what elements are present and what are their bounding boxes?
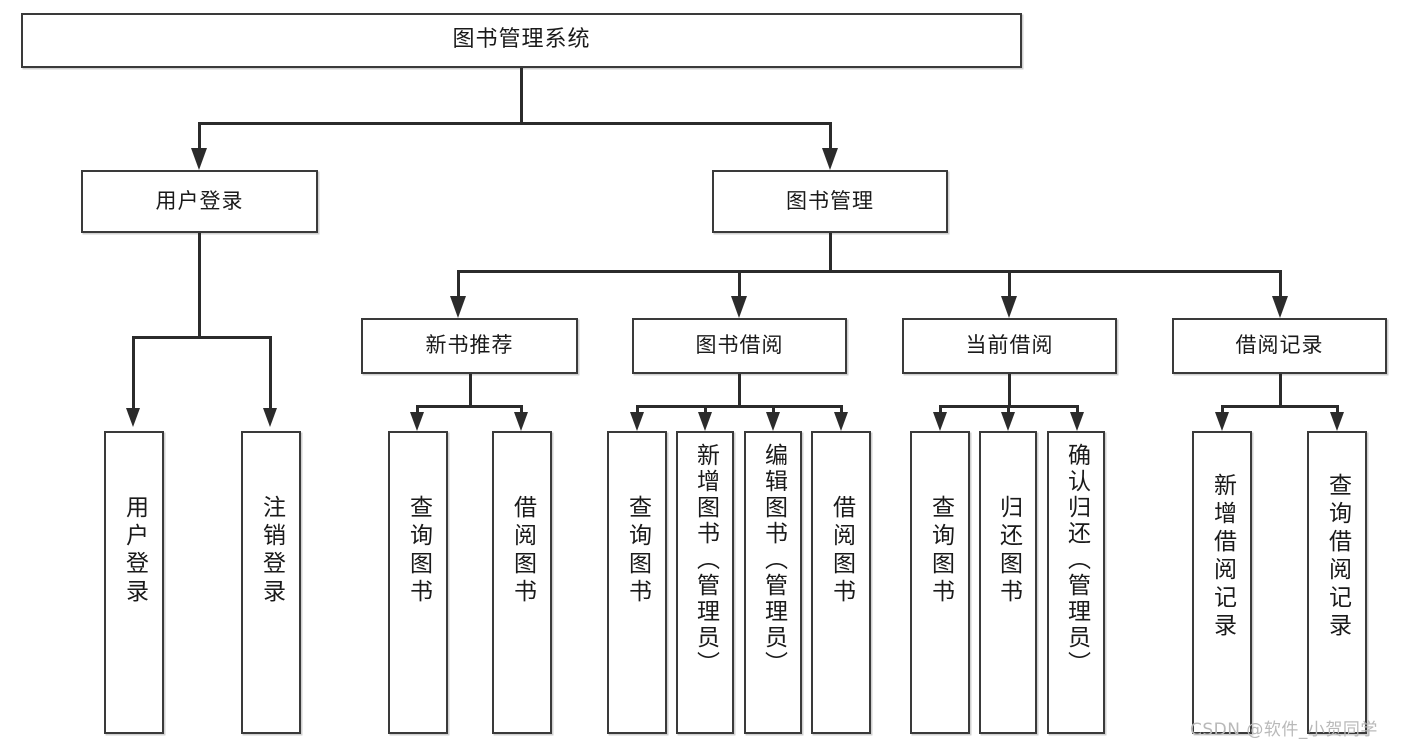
leaf-add-book-admin[interactable]: 新增图书（管理员） [676,431,734,734]
arrow-to-leaf-borrow-book-2 [834,412,848,431]
leaf-confirm-return-admin[interactable]: 确认归还（管理员） [1047,431,1105,734]
leaf-borrow-book[interactable]: 借阅图书 [811,431,871,734]
node-user-login[interactable]: 用户登录 [81,170,318,233]
node-root-system[interactable]: 图书管理系统 [21,13,1022,68]
node-book-borrow[interactable]: 图书借阅 [632,318,847,374]
node-label: 借阅图书 [828,495,855,607]
leaf-query-borrow-record[interactable]: 查询借阅记录 [1307,431,1367,734]
node-label: 当前借阅 [965,333,1054,358]
node-label: 查询借阅记录 [1324,473,1351,641]
arrow-to-book-borrow [731,296,747,318]
connector-root-stem [520,68,523,124]
connector-user-login-bus [133,336,270,339]
node-current-borrow[interactable]: 当前借阅 [902,318,1117,374]
connector-borrow-record-bus [1222,405,1338,408]
arrow-to-leaf-add-book [698,412,712,431]
arrow-to-new-book-recommend [450,296,466,318]
node-label: 注销登录 [258,495,285,607]
connector-user-login-stem [198,233,201,337]
arrow-to-leaf-query-book-3 [933,412,947,431]
arrow-to-leaf-confirm-return [1070,412,1084,431]
connector-level2-drop-2 [738,270,741,296]
arrow-to-leaf-query-book-1 [410,412,424,431]
connector-level1-drop-book [829,122,832,148]
node-label: 归还图书 [995,495,1022,607]
connector-current-borrow-stem [1008,374,1011,406]
node-label: 图书管理系统 [452,27,591,53]
arrow-to-leaf-edit-book [766,412,780,431]
node-label: 查询图书 [927,495,954,607]
connector-current-borrow-drop-3 [1076,405,1079,413]
connector-book-borrow-bus [637,405,842,408]
connector-book-management-stem [829,233,832,271]
leaf-return-book[interactable]: 归还图书 [979,431,1037,734]
node-new-book-recommend[interactable]: 新书推荐 [361,318,578,374]
node-label: 新增图书（管理员） [692,443,719,677]
leaf-add-borrow-record[interactable]: 新增借阅记录 [1192,431,1252,734]
node-label: 图书借阅 [695,333,784,358]
connector-level2-drop-3 [1008,270,1011,296]
connector-level2-drop-1 [457,270,460,296]
connector-new-book-drop-2 [520,405,523,413]
connector-book-borrow-drop-3 [772,405,775,413]
connector-new-book-bus [417,405,522,408]
leaf-query-book-new[interactable]: 查询图书 [388,431,448,734]
node-label: 编辑图书（管理员） [760,443,787,677]
connector-borrow-record-drop-1 [1221,405,1224,413]
connector-level2-drop-4 [1279,270,1282,296]
arrow-to-leaf-add-record [1215,412,1229,431]
node-label: 查询图书 [405,495,432,607]
arrow-to-current-borrow [1001,296,1017,318]
connector-book-borrow-drop-2 [704,405,707,413]
connector-user-login-drop-2 [269,336,272,408]
connector-user-login-drop-1 [132,336,135,408]
connector-book-borrow-drop-4 [840,405,843,413]
leaf-edit-book-admin[interactable]: 编辑图书（管理员） [744,431,802,734]
node-label: 用户登录 [155,188,244,213]
connector-current-borrow-drop-2 [1007,405,1010,413]
csdn-watermark: CSDN @软件_小贺同学 [1190,720,1378,740]
arrow-to-user-login [191,148,207,170]
connector-level1-bus [199,122,831,125]
connector-current-borrow-drop-1 [939,405,942,413]
connector-borrow-record-drop-2 [1336,405,1339,413]
arrow-to-leaf-borrow-book-1 [514,412,528,431]
connector-new-book-stem [469,374,472,406]
arrow-to-leaf-query-book-2 [630,412,644,431]
arrow-to-leaf-return-book [1001,412,1015,431]
node-book-management[interactable]: 图书管理 [712,170,948,233]
connector-book-borrow-stem [738,374,741,406]
leaf-borrow-book-new[interactable]: 借阅图书 [492,431,552,734]
node-label: 图书管理 [786,188,874,213]
arrow-to-borrow-record [1272,296,1288,318]
arrow-to-leaf-logout [263,408,277,427]
node-label: 用户登录 [121,495,148,607]
leaf-user-login[interactable]: 用户登录 [104,431,164,734]
connector-borrow-record-stem [1279,374,1282,406]
connector-level1-drop-user [198,122,201,148]
node-label: 新增借阅记录 [1209,473,1236,641]
node-label: 借阅记录 [1235,333,1324,358]
node-label: 确认归还（管理员） [1063,443,1090,677]
node-label: 查询图书 [624,495,651,607]
leaf-query-book-borrow[interactable]: 查询图书 [607,431,667,734]
node-label: 新书推荐 [425,333,514,358]
connector-new-book-drop-1 [416,405,419,413]
leaf-logout[interactable]: 注销登录 [241,431,301,734]
connector-level2-bus [458,270,1281,273]
arrow-to-leaf-user-login [126,408,140,427]
leaf-query-book-current[interactable]: 查询图书 [910,431,970,734]
arrow-to-leaf-query-record [1330,412,1344,431]
arrow-to-book-management [822,148,838,170]
node-label: 借阅图书 [509,495,536,607]
node-borrow-record[interactable]: 借阅记录 [1172,318,1387,374]
connector-book-borrow-drop-1 [636,405,639,413]
